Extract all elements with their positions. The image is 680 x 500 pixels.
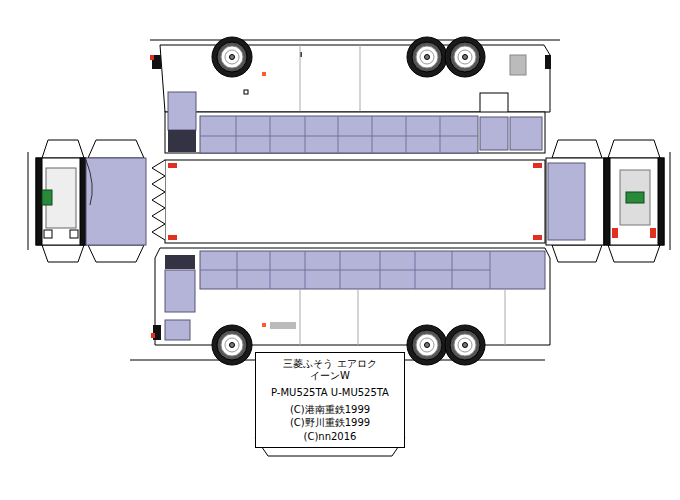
lower-side-view-part xyxy=(262,323,266,327)
upper-side-view-part xyxy=(236,116,237,153)
front-end-part xyxy=(80,158,86,245)
front-end-part xyxy=(28,152,29,250)
front-end-part xyxy=(86,158,146,245)
rear-end-part xyxy=(670,152,671,250)
upper-side-view-part xyxy=(165,112,545,153)
lower-side-view-part xyxy=(200,251,545,289)
upper-side-view-part xyxy=(168,130,196,152)
front-end-part xyxy=(88,245,144,262)
model-caption: (C)nn2016 xyxy=(259,431,401,443)
front-end-part xyxy=(88,140,144,158)
lower-side-view-part xyxy=(300,290,301,345)
upper-side-view-part xyxy=(200,136,478,137)
rear-end-part xyxy=(552,245,602,262)
upper-side-view-part xyxy=(150,40,560,41)
upper-side-view-part xyxy=(440,116,441,153)
lower-side-view-part xyxy=(155,248,550,345)
upper-side-view-part xyxy=(406,116,407,153)
rear-end-part xyxy=(626,192,644,203)
lower-side-view-part xyxy=(212,325,252,365)
roof-panel-part xyxy=(168,235,177,240)
roof-panel-part xyxy=(533,235,542,240)
roof-panel-part xyxy=(152,160,165,240)
lower-side-view-part xyxy=(151,333,155,338)
upper-side-view-part xyxy=(168,92,196,130)
lower-side-view-part xyxy=(165,270,195,312)
rear-end xyxy=(546,140,670,262)
front-end xyxy=(28,140,146,262)
lower-side-view-part xyxy=(490,251,491,289)
upper-side-view-part xyxy=(510,117,542,150)
label-tab: 三菱ふそう エアロクイーンW P-MU525TA U-MU525TA (C)港南重鉄… xyxy=(255,352,405,448)
rear-end-part xyxy=(548,163,585,240)
lower-side-view-part xyxy=(407,325,447,365)
upper-side-view-part xyxy=(270,116,271,153)
front-end-part xyxy=(42,140,84,158)
upper-side-view-part xyxy=(545,55,551,69)
lower-side-view-part xyxy=(270,251,271,289)
lower-side-view-part xyxy=(165,320,190,340)
rear-end-part xyxy=(604,158,664,245)
upper-side-view-part xyxy=(150,55,154,60)
roof-panel xyxy=(152,160,545,243)
model-caption: 三菱ふそう エアロクイーンW xyxy=(280,358,380,381)
upper-side-view-part xyxy=(244,90,248,94)
lower-side-view-part xyxy=(415,251,416,289)
roof-panel-part xyxy=(533,163,542,168)
front-end-part xyxy=(70,230,78,238)
upper-side-view-part xyxy=(305,116,306,153)
lower-side-view-part xyxy=(380,251,381,289)
front-end-part xyxy=(36,158,86,245)
lower-side-view-part xyxy=(340,251,341,289)
upper-side-view-part xyxy=(212,37,252,77)
lower-side-view-part xyxy=(445,325,485,365)
upper-side-view-part xyxy=(360,45,361,112)
lower-side-view-part xyxy=(165,255,195,269)
lower-side-view-part xyxy=(237,251,238,289)
front-end-part xyxy=(42,190,52,205)
front-end-part xyxy=(44,230,52,238)
upper-side-view-part xyxy=(445,37,485,77)
rear-end-part xyxy=(650,228,656,238)
upper-side-view-part xyxy=(480,93,508,113)
rear-end-part xyxy=(608,245,660,262)
rear-end-part xyxy=(552,140,602,158)
front-end-part xyxy=(36,158,42,245)
rear-end-part xyxy=(604,158,610,245)
lower-side-view xyxy=(130,248,550,365)
lower-side-view-part xyxy=(200,270,490,271)
rear-end-part xyxy=(546,158,604,245)
model-caption: (C)港南重鉄1999 xyxy=(259,404,401,416)
upper-side-view-part xyxy=(407,37,447,77)
roof-panel-part xyxy=(168,163,177,168)
upper-side-view-part xyxy=(300,45,301,112)
model-caption: P-MU525TA U-MU525TA xyxy=(259,387,401,399)
lower-side-view-part xyxy=(305,251,306,289)
rear-end-part xyxy=(608,140,660,158)
upper-side-view-part xyxy=(480,117,508,150)
upper-side-view xyxy=(150,37,560,153)
lower-side-view-part xyxy=(358,290,359,345)
roof-panel-part xyxy=(165,160,545,243)
upper-side-view-part xyxy=(338,116,339,153)
rear-end-part xyxy=(658,158,664,245)
lower-side-view-part xyxy=(270,322,296,329)
lower-side-view-part xyxy=(452,251,453,289)
rear-end-part xyxy=(612,228,618,238)
front-end-part xyxy=(86,160,92,205)
upper-side-view-part xyxy=(372,116,373,153)
lower-side-view-part xyxy=(505,290,506,345)
rear-end-part xyxy=(620,170,650,225)
upper-side-view-part xyxy=(200,116,478,153)
model-caption: (C)野川重鉄1999 xyxy=(259,417,401,429)
upper-side-view-part xyxy=(510,55,526,75)
upper-side-view-part xyxy=(262,72,266,76)
front-end-part xyxy=(42,245,84,262)
